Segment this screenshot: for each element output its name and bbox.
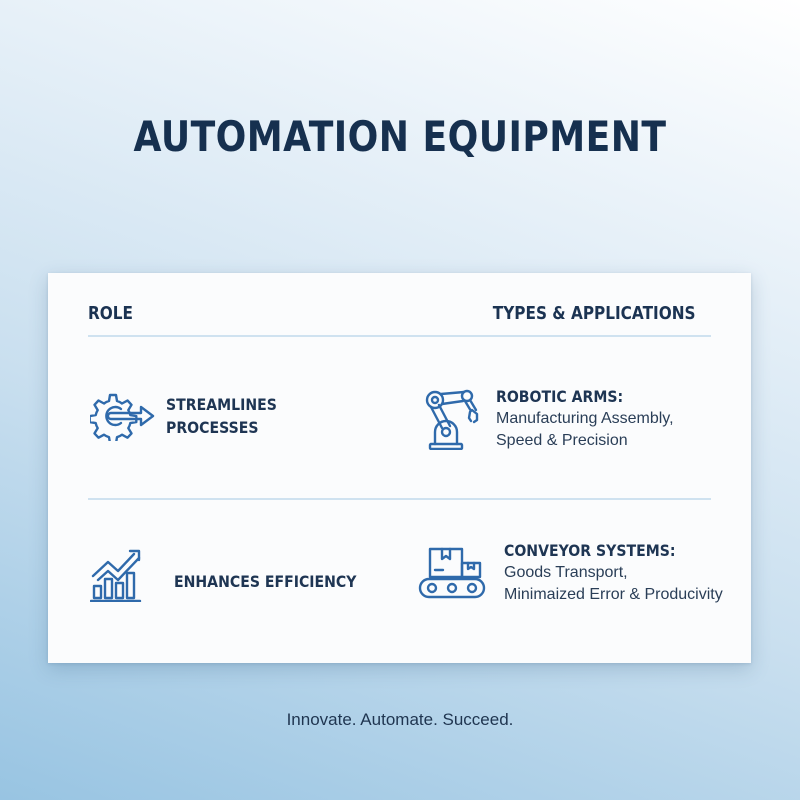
type-name: CONVEYOR SYSTEMS: — [504, 541, 676, 560]
role-streamlines-processes: STREAMLINES PROCESSES — [90, 391, 292, 441]
types-column-header: TYPES & APPLICATIONS — [493, 303, 696, 324]
gear-arrow-icon — [90, 391, 158, 441]
role-label: ENHANCES EFFICIENCY — [174, 571, 357, 591]
role-label: PROCESSES — [166, 418, 259, 437]
robotic-arm-icon — [424, 388, 480, 450]
role-column-header: ROLE — [88, 303, 133, 324]
type-description: Manufacturing Assembly, — [496, 410, 674, 427]
header-divider — [88, 335, 711, 337]
row-divider — [88, 498, 711, 500]
type-name: ROBOTIC ARMS: — [496, 387, 624, 406]
role-label: STREAMLINES — [166, 395, 277, 414]
conveyor-icon — [416, 545, 488, 601]
role-enhances-efficiency: ENHANCES EFFICIENCY — [90, 546, 381, 602]
type-robotic-arms: ROBOTIC ARMS: Manufacturing Assembly, Sp… — [424, 385, 674, 452]
page-title: AUTOMATION EQUIPMENT — [133, 112, 667, 161]
type-description: Speed & Precision — [496, 432, 628, 449]
growth-chart-icon — [90, 546, 146, 602]
type-conveyor-systems: CONVEYOR SYSTEMS: Goods Transport, Minim… — [416, 539, 723, 606]
tagline: Innovate. Automate. Succeed. — [286, 710, 514, 729]
type-description: Goods Transport, — [504, 564, 628, 581]
info-card: ROLE TYPES & APPLICATIONS STREAMLINES PR… — [48, 273, 751, 663]
type-description: Minimaized Error & Producivity — [504, 586, 723, 603]
